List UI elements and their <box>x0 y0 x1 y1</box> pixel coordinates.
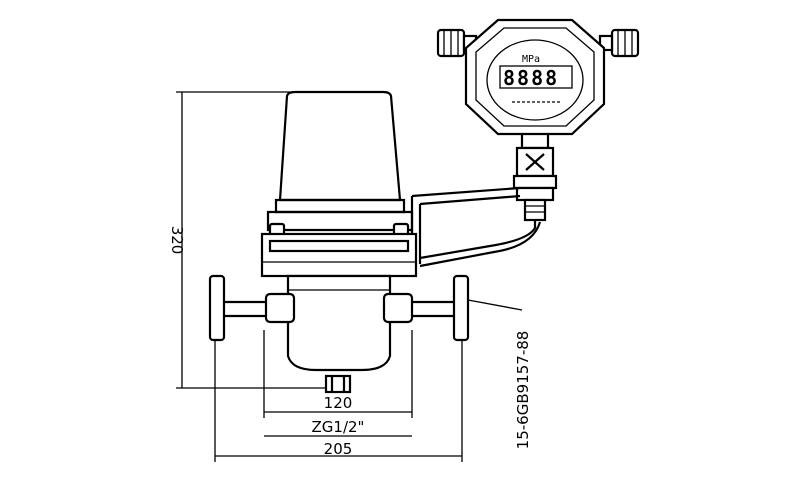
measuring-chamber <box>286 274 392 372</box>
cable <box>419 220 537 260</box>
pressure-transmitter: MPa 8888 <box>419 18 640 268</box>
overall-width-dimension: 205 <box>324 440 353 458</box>
flange-standard: 15-6GB9157-88 <box>514 331 532 450</box>
thread-spec: ZG1/2" <box>312 418 365 436</box>
height-dimension: 320 <box>168 226 186 255</box>
flowmeter-body <box>208 90 470 394</box>
unit-label: MPa <box>522 54 540 65</box>
display-digits: 8888 <box>503 66 559 90</box>
drain-plug <box>324 374 352 394</box>
outlet-flange <box>452 274 470 342</box>
display-face <box>486 39 584 121</box>
left-connector <box>436 28 478 58</box>
inlet-flange <box>208 274 226 342</box>
gauge-housing <box>464 18 606 136</box>
dimension-lines <box>176 91 523 462</box>
top-cover <box>278 90 402 202</box>
inner-width-dimension: 120 <box>324 394 353 412</box>
right-connector <box>598 28 640 58</box>
digit-window <box>499 65 573 89</box>
mounting-bracket <box>410 186 521 272</box>
